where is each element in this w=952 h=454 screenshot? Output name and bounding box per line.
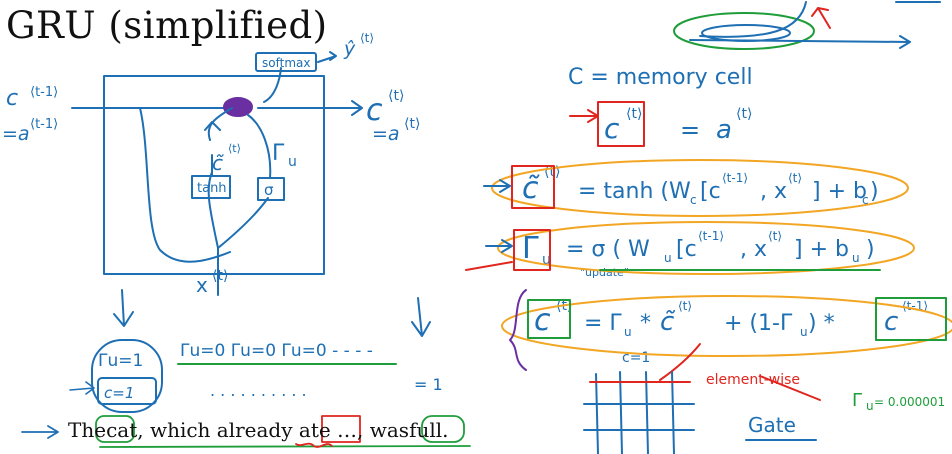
- gate-sequence: [69, 339, 163, 413]
- svg-text:⟨t⟩: ⟨t⟩: [360, 31, 374, 45]
- svg-text:u: u: [664, 251, 672, 265]
- svg-text:⟨t⟩: ⟨t⟩: [626, 106, 642, 122]
- word-cat: cat: [106, 418, 138, 442]
- label-gamma-small: Γ: [852, 390, 862, 411]
- softmax-box: [255, 52, 317, 72]
- svg-text:c: c: [690, 193, 697, 207]
- svg-text:⟨t⟩: ⟨t⟩: [788, 171, 802, 185]
- svg-text:[c: [c: [676, 237, 697, 262]
- label-c-t: c: [366, 93, 383, 128]
- label-a-prev: =a: [2, 123, 30, 145]
- svg-text:⟨t⟩: ⟨t⟩: [678, 299, 692, 313]
- svg-text:] + b: ] + b: [812, 179, 867, 204]
- svg-text:= σ ( W: = σ ( W: [566, 237, 650, 262]
- label-c-prev: c: [6, 86, 18, 111]
- was-highlight: [421, 415, 465, 443]
- svg-text:] + b: ] + b: [794, 237, 849, 262]
- svg-text:): ): [870, 179, 879, 204]
- svg-text:, x: , x: [760, 179, 787, 204]
- cat-highlight: [95, 415, 135, 443]
- eq-gamma-u: Γ: [522, 231, 539, 266]
- svg-text:[c: [c: [700, 179, 721, 204]
- page-title: GRU (simplified): [6, 4, 328, 47]
- svg-text:⟨t⟩: ⟨t⟩: [212, 268, 228, 284]
- svg-text:= Γ: = Γ: [584, 311, 622, 336]
- c-t-equals-one-box: [97, 377, 157, 405]
- eq-c-update: c: [534, 303, 551, 338]
- label-softmax: softmax: [262, 56, 310, 70]
- label-gamma-u: Γ: [272, 141, 285, 166]
- label-sigma: σ: [264, 181, 274, 199]
- label-x-t: x: [196, 273, 208, 297]
- svg-text:= 0.000001: = 0.000001: [874, 395, 945, 409]
- svg-text:. . . . . . . . . .: . . . . . . . . . .: [210, 381, 307, 400]
- svg-text:a: a: [716, 115, 732, 145]
- svg-text:⟨t⟩: ⟨t⟩: [228, 142, 241, 155]
- svg-text:c̃: c̃: [660, 307, 676, 337]
- label-gate: Gate: [748, 413, 796, 437]
- svg-text:⟨t-1⟩: ⟨t-1⟩: [722, 171, 748, 185]
- gru-unit-diagram: [71, 51, 431, 337]
- label-element-wise: element-wise: [706, 372, 800, 388]
- svg-text:, x: , x: [740, 237, 767, 262]
- svg-text:=: =: [680, 116, 700, 144]
- label-y-hat: ŷ: [343, 38, 356, 60]
- svg-text:⟨t⟩: ⟨t⟩: [768, 229, 782, 243]
- svg-text:u: u: [866, 399, 874, 413]
- gamma-eq-1: Γu=1: [98, 351, 143, 371]
- gru-cell-box: [103, 75, 325, 275]
- svg-text:u: u: [852, 251, 860, 265]
- label-a-t: =a: [372, 123, 400, 145]
- svg-text:+ (1-Γ: + (1-Γ: [724, 311, 793, 336]
- word-full: full.: [409, 418, 449, 442]
- word-was: was: [369, 418, 410, 442]
- eq-c-tilde: c̃: [522, 171, 540, 206]
- memory-cell-def: C = memory cell: [568, 65, 753, 90]
- svg-text:*: *: [640, 311, 651, 336]
- word-the: The: [68, 418, 107, 442]
- equation-highlights: [465, 101, 952, 401]
- label-tanh: tanh: [197, 181, 227, 196]
- svg-text:⟨t⟩: ⟨t⟩: [388, 88, 404, 104]
- svg-text:u: u: [542, 252, 551, 268]
- svg-text:⟨t⟩: ⟨t⟩: [404, 116, 420, 132]
- svg-text:c=1: c=1: [104, 384, 134, 402]
- sigmoid-sketch: [673, 1, 941, 50]
- svg-text:= tanh (W: = tanh (W: [578, 179, 691, 204]
- example-sentence: Thecat, which already ate …, wasfull.: [68, 418, 449, 442]
- svg-text:⟨t⟩: ⟨t⟩: [736, 106, 752, 122]
- svg-text:⟨t-1⟩: ⟨t-1⟩: [30, 117, 58, 132]
- eq-c-equals-a: c: [604, 112, 620, 145]
- svg-text:) *: ) *: [808, 311, 835, 336]
- gate-grid-sketch: [583, 371, 817, 454]
- phrase-which-already: , which already: [137, 418, 293, 442]
- gate-node: [223, 97, 253, 117]
- label-c-tilde: c̃: [212, 151, 224, 175]
- ellipsis: …,: [337, 418, 364, 442]
- svg-text:u: u: [800, 325, 808, 339]
- sentence-highlights: [21, 415, 471, 448]
- word-ate: ate: [298, 418, 331, 442]
- svg-text:u: u: [288, 154, 297, 170]
- svg-text:⟨t-1⟩: ⟨t-1⟩: [30, 85, 58, 100]
- diagram-labels: c ⟨t-1⟩ =a ⟨t-1⟩ c ⟨t⟩ =a ⟨t⟩ softmax ŷ …: [2, 31, 420, 297]
- svg-text:= 1: = 1: [414, 375, 443, 394]
- svg-text:u: u: [624, 325, 632, 339]
- gamma-eq-0-sequence: Γu=0 Γu=0 Γu=0 - - - -: [180, 341, 373, 361]
- ate-highlight: [321, 415, 361, 443]
- svg-text:c: c: [862, 193, 869, 207]
- gamma-one-cell: [91, 339, 163, 413]
- memory-line: [71, 100, 363, 116]
- svg-text:⟨t-1⟩: ⟨t-1⟩: [698, 229, 724, 243]
- svg-text:): ): [866, 237, 875, 262]
- svg-text:c: c: [884, 307, 898, 337]
